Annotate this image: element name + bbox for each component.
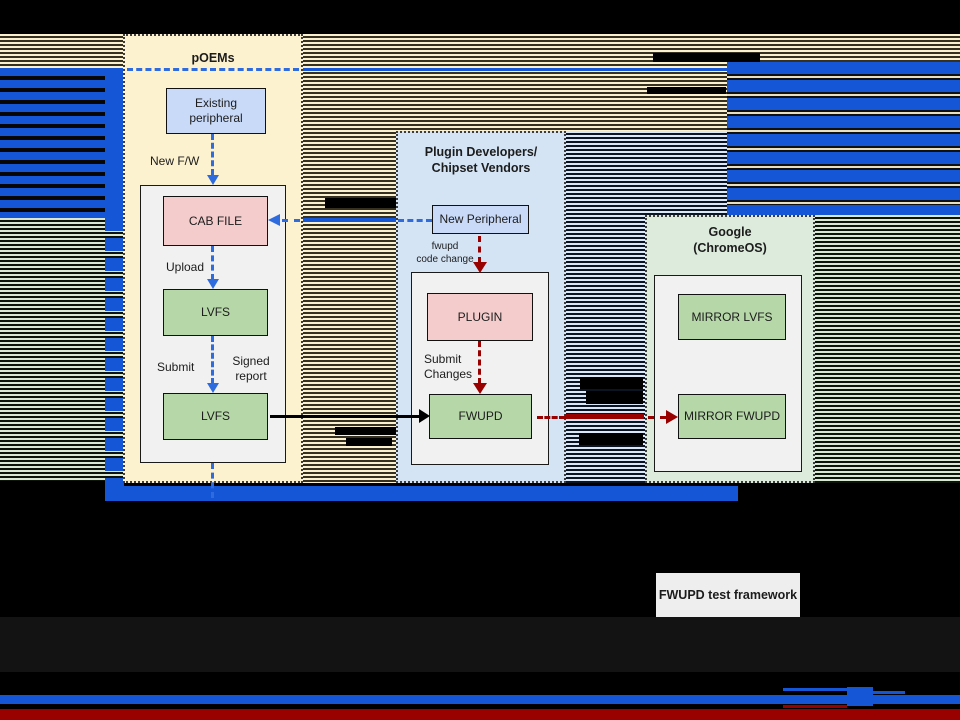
plugin-node: PLUGIN: [427, 293, 533, 341]
arrow-fwupd-to-mirror-dash: [648, 416, 666, 419]
dark-band: [0, 617, 960, 672]
blue-column-dashed: [105, 218, 124, 486]
arrow-fwupd-to-mirror-dash: [537, 416, 565, 419]
mirror-fwupd-node: MIRROR FWUPD: [678, 394, 786, 439]
arrow-lvfs-to-lvfs: [211, 336, 214, 384]
mirror-lvfs-label: MIRROR LVFS: [691, 309, 773, 324]
glitch-bar: [346, 438, 392, 446]
arrowhead-right-icon: [419, 409, 430, 423]
plugin-panel-title: Plugin Developers/ Chipset Vendors: [424, 145, 538, 176]
arrowhead-right-icon: [666, 410, 678, 424]
submit-label: Submit: [157, 360, 195, 374]
red-thin-line: [783, 705, 847, 708]
submit-changes-label: Submit Changes: [424, 352, 473, 381]
glitch-bar: [653, 53, 760, 62]
lvfs-lower-node: LVFS: [163, 393, 268, 440]
stripe-above-plugin: [396, 70, 727, 131]
blue-bars-right: [727, 62, 960, 205]
blue-bars-left: [0, 68, 105, 218]
arrowhead-down-icon: [207, 175, 219, 185]
existing-peripheral-node: Existing peripheral: [166, 88, 266, 134]
cab-file-label: CAB FILE: [188, 213, 243, 228]
fwupd-code-change-label: fwupd code change: [416, 241, 474, 265]
poems-panel-title: pOEMs: [191, 51, 235, 65]
arrow-cab-to-lvfs: [211, 246, 214, 280]
blue-bottom-bar: [0, 695, 960, 704]
blue-thin-line: [873, 691, 905, 694]
fwupd-test-framework-box: FWUPD test framework: [656, 573, 800, 617]
arrow-lvfs-to-fwupd-line: [270, 415, 419, 418]
lvfs-lower-label: LVFS: [200, 409, 231, 423]
lvfs-upper-label: LVFS: [200, 305, 231, 319]
arrowhead-down-icon: [207, 383, 219, 393]
arrow-plugin-to-fwupd: [478, 341, 481, 384]
glitch-bar: [325, 198, 397, 208]
arrow-fwupd-to-mirror-solid: [565, 414, 644, 419]
arrow-newperipheral-to-cab-dash: [398, 219, 432, 222]
fwupd-node: FWUPD: [429, 394, 532, 439]
mirror-fwupd-label: MIRROR FWUPD: [684, 409, 780, 423]
glitch-bar: [647, 87, 726, 94]
dashed-line-below-poems: [211, 463, 214, 498]
blue-column-solid: [105, 68, 124, 218]
google-panel-title: Google (ChromeOS): [693, 225, 767, 256]
arrowhead-down-icon: [473, 262, 487, 273]
blue-band-above-google: [727, 205, 960, 215]
red-bottom-bar: [0, 709, 960, 720]
glitch-bar: [580, 377, 643, 389]
existing-peripheral-label: Existing peripheral: [189, 96, 243, 125]
arrowhead-left-icon: [268, 214, 280, 226]
arrowhead-down-icon: [207, 279, 219, 289]
stripe-right-of-google: [815, 215, 960, 483]
stripe-left-column: [0, 218, 124, 481]
plugin-label: PLUGIN: [457, 309, 503, 324]
lvfs-upper-node: LVFS: [163, 289, 268, 336]
upload-label: Upload: [166, 260, 205, 274]
cab-file-node: CAB FILE: [163, 196, 268, 246]
glitch-bar: [586, 391, 643, 404]
new-peripheral-label: New Peripheral: [439, 212, 522, 226]
fwupd-test-framework-label: FWUPD test framework: [658, 588, 798, 602]
stripe-col-between-plugin-google: [566, 131, 645, 483]
new-fw-label: New F/W: [150, 154, 200, 168]
new-peripheral-node: New Peripheral: [432, 205, 529, 234]
arrow-newperipheral-to-cab-solid: [303, 218, 396, 222]
glitch-bar: [579, 433, 643, 445]
stripe-col-between-poems-plugin: [303, 70, 396, 483]
glitch-bar: [335, 427, 397, 435]
signed-report-label: Signed report: [232, 354, 270, 383]
blue-hline-top: [303, 68, 960, 71]
arrow-newperipheral-to-plugin: [478, 236, 481, 263]
arrowhead-down-icon: [473, 383, 487, 394]
blue-thin-line: [783, 688, 847, 691]
mirror-lvfs-node: MIRROR LVFS: [678, 294, 786, 340]
arrow-newperipheral-to-cab-dash: [282, 219, 300, 222]
poems-title-divider: [127, 68, 299, 71]
blue-bar-below-panels: [105, 486, 738, 501]
stripe-above-google: [645, 131, 727, 215]
fwupd-label: FWUPD: [458, 409, 503, 423]
arrow-existing-to-cab: [211, 134, 214, 175]
